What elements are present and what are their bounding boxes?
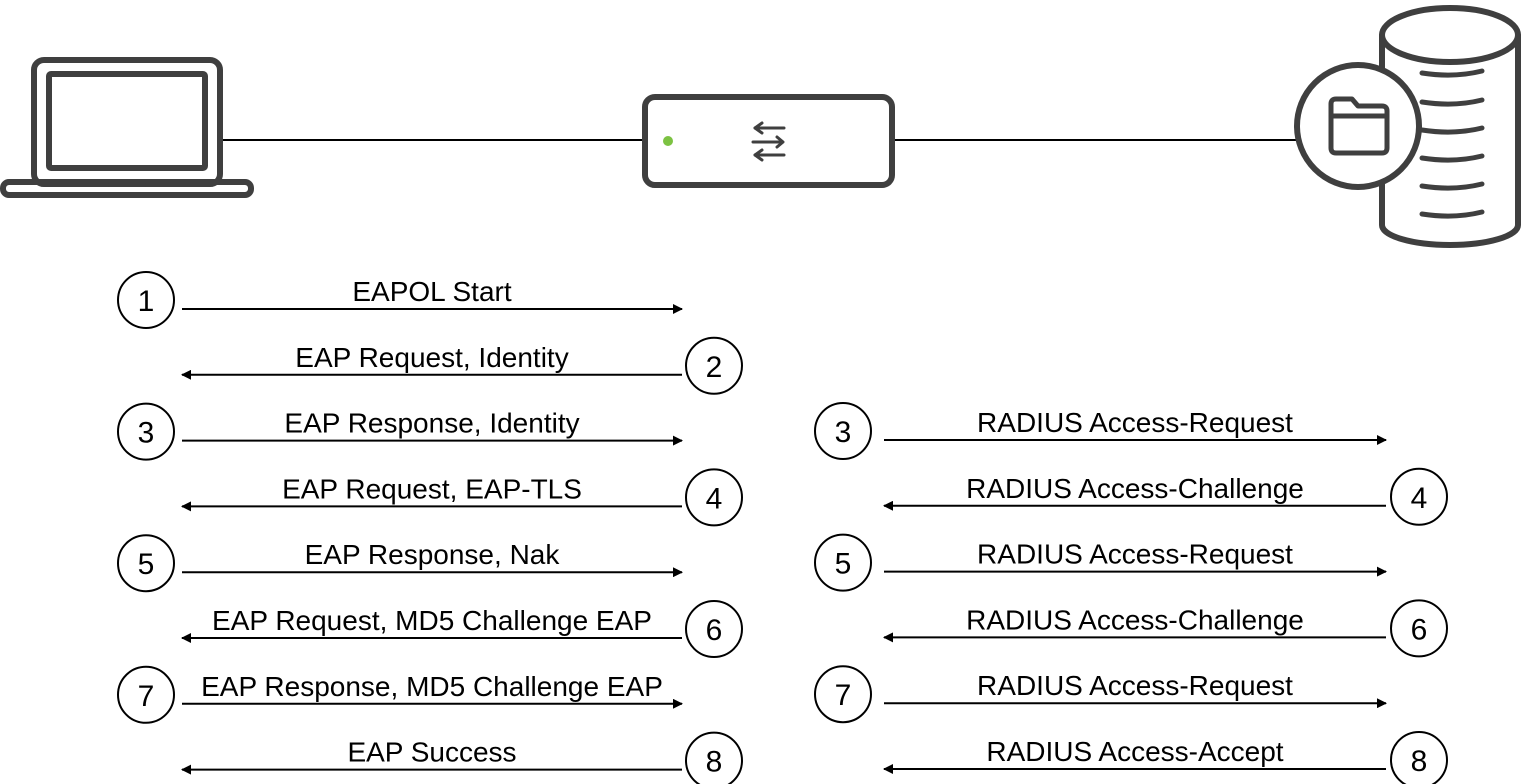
step-number: 6 xyxy=(1411,613,1428,646)
step-number: 2 xyxy=(706,351,723,384)
message-label: EAP Response, MD5 Challenge EAP xyxy=(201,671,663,702)
step-number: 7 xyxy=(138,680,155,713)
message-label: EAP Request, Identity xyxy=(295,342,568,373)
step-number: 3 xyxy=(835,416,852,449)
message-label: EAPOL Start xyxy=(352,276,511,307)
message-label: RADIUS Access-Challenge xyxy=(966,473,1304,504)
status-led xyxy=(663,136,673,146)
message-right-flow-4: RADIUS Access-Challenge 6 xyxy=(883,599,1448,658)
step-number-circle xyxy=(814,533,872,592)
database-server-icon xyxy=(1294,5,1521,248)
message-label: RADIUS Access-Challenge xyxy=(966,604,1304,635)
message-right-flow-6: RADIUS Access-Accept 8 xyxy=(883,731,1448,784)
message-label: RADIUS Access-Request xyxy=(977,539,1293,570)
step-number-circle xyxy=(685,731,743,784)
step-number-circle xyxy=(1390,731,1448,784)
message-left-flow-6: EAP Request, MD5 Challenge EAP 6 xyxy=(181,600,743,658)
step-number: 7 xyxy=(835,679,852,712)
step-number-circle xyxy=(685,468,743,527)
transfer-arrows-icon xyxy=(751,121,786,162)
message-label: EAP Request, EAP-TLS xyxy=(282,473,582,504)
step-number-circle xyxy=(1390,467,1448,526)
step-number: 8 xyxy=(1411,745,1428,778)
step-number: 6 xyxy=(706,614,723,647)
message-right-flow-3: RADIUS Access-Request 5 xyxy=(814,533,1387,592)
step-number: 1 xyxy=(138,285,155,318)
message-left-flow-5: EAP Response, Nak 5 xyxy=(117,534,683,593)
message-right-flow-5: RADIUS Access-Request 7 xyxy=(814,665,1387,724)
message-left-flow-7: EAP Response, MD5 Challenge EAP 7 xyxy=(117,665,683,724)
folder-icon xyxy=(1328,96,1390,156)
step-number-circle xyxy=(685,336,743,395)
message-label: EAP Success xyxy=(347,737,516,768)
message-left-flow-2: EAP Request, Identity 2 xyxy=(181,336,743,395)
step-number-circle xyxy=(117,534,175,593)
step-number: 8 xyxy=(706,746,723,779)
step-number: 3 xyxy=(138,417,155,450)
step-number-circle xyxy=(1390,599,1448,658)
step-number-circle xyxy=(117,665,175,724)
step-number-circle xyxy=(814,402,872,460)
message-label: RADIUS Access-Accept xyxy=(986,736,1283,767)
step-number: 4 xyxy=(706,482,723,515)
step-number-circle xyxy=(117,271,175,329)
step-number: 5 xyxy=(835,548,852,581)
step-number-circle xyxy=(685,600,743,658)
message-label: RADIUS Access-Request xyxy=(977,670,1293,701)
step-number-circle xyxy=(117,402,175,461)
message-left-flow-8: EAP Success 8 xyxy=(181,731,743,784)
step-number: 5 xyxy=(138,548,155,581)
step-number-circle xyxy=(814,665,872,724)
message-label: EAP Response, Identity xyxy=(284,408,579,439)
message-right-flow-2: RADIUS Access-Challenge 4 xyxy=(883,467,1448,526)
switch-icon xyxy=(642,94,895,188)
message-left-flow-4: EAP Request, EAP-TLS 4 xyxy=(181,468,743,527)
message-left-flow-1: EAPOL Start 1 xyxy=(117,271,683,329)
laptop-icon xyxy=(0,57,254,198)
message-label: RADIUS Access-Request xyxy=(977,407,1293,438)
step-number: 4 xyxy=(1411,482,1428,515)
message-left-flow-3: EAP Response, Identity 3 xyxy=(117,402,683,461)
message-label: EAP Request, MD5 Challenge EAP xyxy=(212,605,652,636)
message-label: EAP Response, Nak xyxy=(305,539,561,570)
message-right-flow-1: RADIUS Access-Request 3 xyxy=(814,402,1387,460)
